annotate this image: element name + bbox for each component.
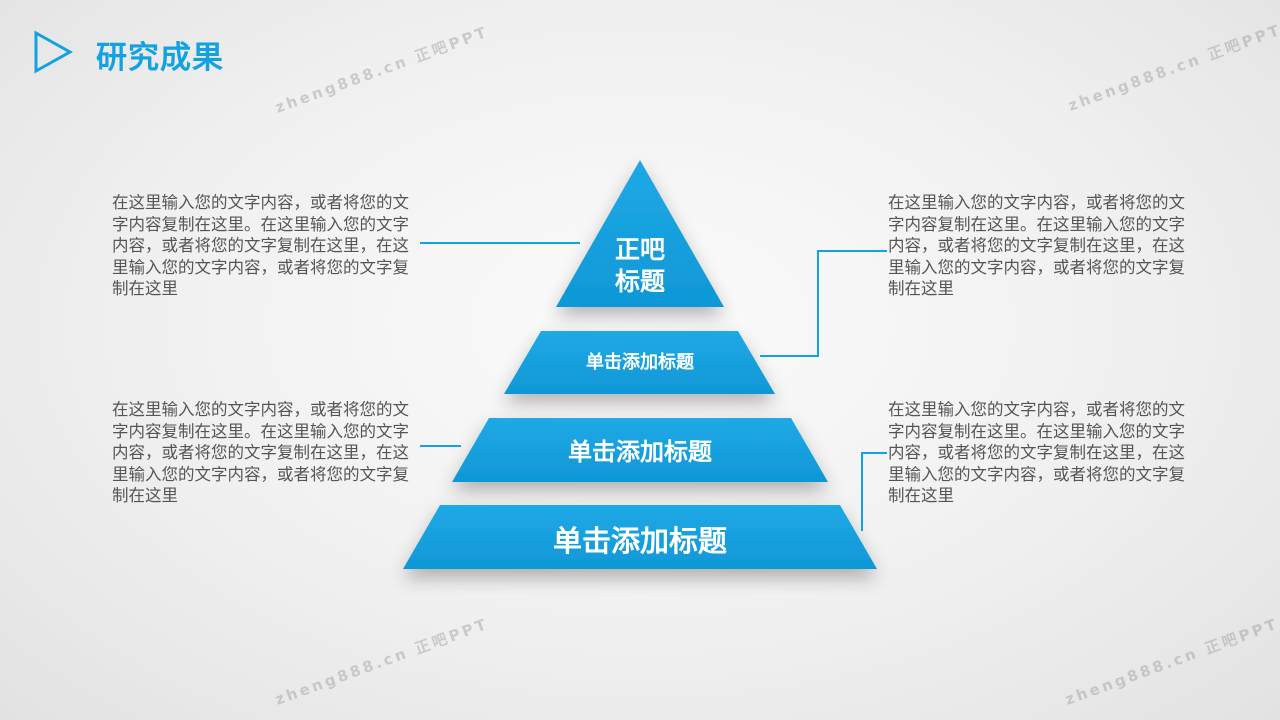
description-right-top[interactable]: 在这里输入您的文字内容，或者将您的文字内容复制在这里。在这里输入您的文字内容，或…	[888, 193, 1185, 299]
tier-2-label[interactable]: 单击添加标题	[586, 352, 694, 373]
tier-3-label[interactable]: 单击添加标题	[568, 438, 712, 466]
description-left-bottom[interactable]: 在这里输入您的文字内容，或者将您的文字内容复制在这里。在这里输入您的文字内容，或…	[112, 400, 409, 506]
play-triangle-icon	[34, 30, 73, 74]
pyramid-tier-4	[403, 505, 877, 569]
page-title: 研究成果	[96, 40, 224, 76]
pyramid-tier-2	[504, 331, 775, 394]
description-right-bottom[interactable]: 在这里输入您的文字内容，或者将您的文字内容复制在这里。在这里输入您的文字内容，或…	[888, 400, 1185, 506]
tier-4-label[interactable]: 单击添加标题	[552, 524, 727, 558]
pyramid-tier-1	[556, 160, 724, 307]
tier-1-label[interactable]: 正吧 标题	[590, 234, 690, 298]
tier-1-label-line2: 标题	[614, 267, 665, 296]
tier-1-label-line1: 正吧	[614, 235, 665, 264]
connector-right-top	[760, 250, 887, 357]
description-left-top[interactable]: 在这里输入您的文字内容，或者将您的文字内容复制在这里。在这里输入您的文字内容，或…	[112, 193, 409, 299]
pyramid-tier-3	[452, 418, 828, 482]
connector-right-bottom	[861, 452, 887, 531]
